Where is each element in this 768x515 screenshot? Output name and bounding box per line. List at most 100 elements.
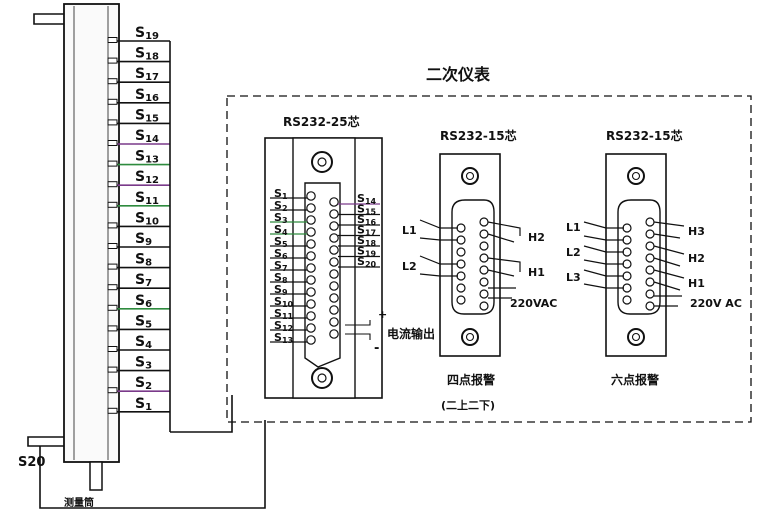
c15-pin	[479, 277, 489, 287]
c25-pin-left	[306, 275, 316, 285]
c15-pin	[456, 259, 466, 269]
c15-pin	[479, 217, 489, 227]
c15-pin	[479, 265, 489, 275]
c15-right-wire	[653, 245, 685, 255]
c15-pin	[456, 247, 466, 257]
sensor-label-s13: S13	[135, 149, 159, 166]
c15b-l3: L3	[566, 271, 581, 284]
c15-pin	[645, 289, 655, 299]
c15-pin	[645, 217, 655, 227]
sensor-label-s8: S8	[135, 252, 152, 269]
c15a-power: 220VAC	[510, 297, 557, 310]
c15-pin	[645, 241, 655, 251]
sensor-label-s17: S17	[135, 66, 159, 83]
tube-label: 测量筒	[64, 496, 94, 509]
c25-pin-left	[306, 263, 316, 273]
sensor-label-s4: S4	[135, 334, 152, 351]
c15-pin	[479, 241, 489, 251]
c15-pin	[645, 277, 655, 287]
c25-pin-left	[306, 191, 316, 201]
sensor-label-s14: S14	[135, 128, 159, 145]
c15-pin	[645, 229, 655, 239]
sensor-contact	[107, 37, 118, 43]
c25-pin-right	[329, 305, 339, 315]
sensor-bus-wire	[170, 395, 233, 433]
connector15b-title: RS232-15芯	[606, 128, 683, 143]
c15-left-wire	[583, 245, 624, 253]
sensor-label-s16: S16	[135, 87, 159, 104]
c15-pin	[622, 295, 632, 305]
sensor-contact	[107, 201, 118, 208]
connector-15-four-point: RS232-15芯 L1 L2 H2 H1 220VAC 四点报警 (二上二下)	[402, 128, 557, 412]
connector-25: RS232-25芯 S1S2S3S4S5S6S7S8S9S10S11S12S13…	[264, 114, 435, 399]
connector-15-six-point: RS232-15芯 L1 L2 L3 H3 H2 H1 220V AC 六点报警	[566, 128, 742, 387]
c15-pin	[645, 265, 655, 275]
c15-pin	[456, 271, 466, 281]
c15a-h2: H2	[528, 231, 545, 244]
output-minus: -	[374, 341, 379, 356]
sensor-contact	[107, 181, 118, 188]
sensor-label-s18: S18	[135, 46, 159, 63]
c15-pin	[622, 259, 632, 269]
c15a-l1: L1	[402, 224, 417, 237]
c15-pin	[456, 235, 466, 245]
c25-label-s13: S13	[274, 331, 293, 345]
c25-pin-right	[329, 281, 339, 291]
c25-pin-left	[306, 203, 316, 213]
c15-right-wire	[487, 221, 521, 236]
c15b-h3: H3	[688, 225, 705, 238]
c15-pin	[622, 247, 632, 257]
c15a-h1: H1	[528, 266, 545, 279]
c15-left-wire	[583, 221, 624, 229]
sensor-contact	[107, 407, 118, 414]
c25-pin-right	[329, 293, 339, 303]
sensor-label-s7: S7	[135, 272, 152, 289]
c15-pin	[456, 283, 466, 293]
sensor-label-s12: S12	[135, 169, 159, 186]
sensor-label-s9: S9	[135, 231, 152, 248]
sensor-label-s2: S2	[135, 375, 152, 392]
c15-left-wire	[419, 273, 458, 277]
c25-pin-left	[306, 251, 316, 261]
c15b-h1: H1	[688, 277, 705, 290]
c15b-power: 220V AC	[690, 297, 742, 310]
c15-left-wire	[583, 235, 624, 241]
c15-pin	[479, 301, 489, 311]
sensor-label-s5: S5	[135, 313, 152, 330]
c15a-subcaption: (二上二下)	[441, 398, 495, 412]
sensor-label-s15: S15	[135, 107, 159, 124]
c15b-l1: L1	[566, 221, 581, 234]
sensor-label-s11: S11	[135, 190, 159, 207]
c15-pin	[622, 235, 632, 245]
sensor-contact	[107, 140, 118, 146]
c15-left-wire	[583, 259, 624, 265]
c25-pin-left	[306, 311, 316, 321]
measuring-tube	[27, 3, 120, 491]
c15-right-wire	[653, 221, 685, 227]
sensor-contact	[107, 366, 118, 373]
c15b-l2: L2	[566, 246, 581, 259]
c15-right-wire	[653, 281, 681, 291]
c15-pin	[645, 301, 655, 311]
sensor-contact	[107, 263, 118, 270]
c15-pin	[622, 283, 632, 293]
c15-left-wire	[583, 269, 624, 277]
sensor-contact	[107, 57, 118, 64]
c15-right-wire	[487, 269, 515, 277]
c15-pin	[479, 229, 489, 239]
sensor-contact	[107, 284, 118, 291]
sensor-contact	[107, 346, 118, 352]
c15-pin	[622, 271, 632, 281]
c15-left-wire	[583, 283, 624, 289]
c25-pin-right	[329, 269, 339, 279]
c15b-h2: H2	[688, 252, 705, 265]
sensor-label-s20: S20	[18, 455, 45, 470]
sensor-contact	[107, 243, 118, 249]
c15-pin	[456, 223, 466, 233]
c15-right-wire	[653, 233, 681, 239]
c25-pin-right	[329, 257, 339, 267]
c25-pin-right	[329, 245, 339, 255]
c25-pin-right	[329, 317, 339, 327]
c15-pin	[456, 295, 466, 305]
